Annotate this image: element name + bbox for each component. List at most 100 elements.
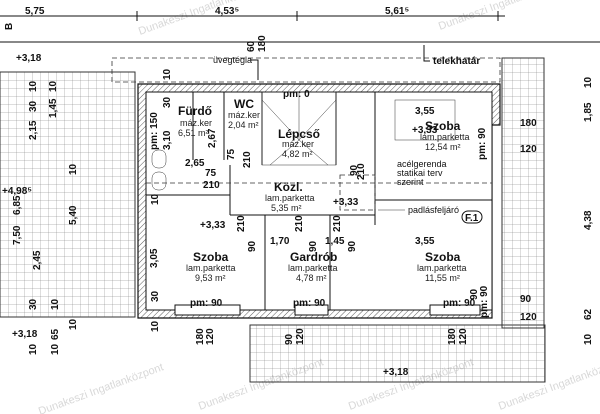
dimension-label: 10 <box>583 76 594 88</box>
room-name: Közl. <box>274 180 303 194</box>
window-tag-badge <box>461 210 483 224</box>
dimension-label: 62 <box>583 308 594 320</box>
dimension-label: 30 <box>162 96 173 108</box>
room-area: 12,54 m² <box>425 142 461 152</box>
dimension-label: 10 <box>50 343 61 355</box>
window-tag: F.1 <box>465 213 479 224</box>
room-wc: WC máz.ker 2,04 m² <box>228 97 260 130</box>
parapet-heights: pm: 0 pm: 150 pm: 90 pm: 90 pm: 90 pm: 9… <box>149 89 490 318</box>
parapet-label: pm: 150 <box>149 112 160 150</box>
room-name: Gardrób <box>290 250 337 264</box>
room-floor: lam.parketta <box>420 132 470 142</box>
plot-boundary-label: telekhatár <box>433 56 480 67</box>
dimension-label: 10 <box>28 343 39 355</box>
dimension-label: 120 <box>458 328 469 345</box>
bottom-roof-area <box>249 324 546 383</box>
dimension-label: 7,50 <box>12 225 23 245</box>
dimension-label: 180 <box>257 35 268 52</box>
dimension-label: 5,61⁵ <box>385 6 409 17</box>
dimension-label: 210 <box>236 215 247 232</box>
room-lepcso: Lépcső máz.ker 4,82 m² <box>278 127 320 159</box>
room-area: 2,04 m² <box>228 120 259 130</box>
glass-brick-label: üvegtégla <box>213 55 252 65</box>
annotations: üvegtégla telekhatár acélgerenda statika… <box>213 45 483 224</box>
room-floor: lam.parketta <box>288 263 338 273</box>
dimension-label: 1,70 <box>270 236 290 247</box>
parapet-label: pm: 90 <box>190 298 223 309</box>
dimension-label: 30 <box>28 298 39 310</box>
dimension-label: 10 <box>48 80 59 92</box>
dimension-label: 2,67 <box>207 128 218 148</box>
room-szoba-top: Szoba lam.parketta 12,54 m² <box>420 119 470 152</box>
dimension-label: 210 <box>332 215 343 232</box>
room-floor: máz.ker <box>282 139 314 149</box>
level-label: +4,98⁵ <box>2 186 32 197</box>
eaves-outline <box>111 57 501 83</box>
building-walls <box>137 83 501 319</box>
room-area: 11,55 m² <box>425 273 460 283</box>
dimension-label: 120 <box>295 328 306 345</box>
dimension-label: 210 <box>356 163 367 180</box>
watermark: Dunakeszi Ingatlanközpont <box>137 0 265 38</box>
parapet-label: pm: 90 <box>479 285 490 318</box>
watermark: Dunakeszi Ingatlanközpont <box>37 361 165 414</box>
room-floor: lam.parketta <box>417 263 467 273</box>
dimension-label: 5,75 <box>25 6 45 17</box>
parapet-label: pm: 90 <box>293 298 326 309</box>
level-label: +3,18 <box>383 367 409 378</box>
section-marker: B <box>4 23 15 30</box>
room-floor: máz.ker <box>228 110 260 120</box>
dimension-label: 30 <box>150 290 161 302</box>
dimension-label: 3,55 <box>415 106 435 117</box>
dimension-label: 30 <box>28 100 39 112</box>
room-gardrob: Gardrób lam.parketta 4,78 m² <box>288 250 338 283</box>
dimension-label: 3,10 <box>162 130 173 150</box>
dimension-label: 180 <box>447 328 458 345</box>
level-label: +3,18 <box>16 53 42 64</box>
room-name: Lépcső <box>278 127 320 141</box>
dimension-label: 90 <box>349 164 360 176</box>
dimension-label: 10 <box>68 318 79 330</box>
level-label: +3,33 <box>200 220 226 231</box>
dimension-label: 120 <box>520 144 537 155</box>
steel-beam-label: statikai terv <box>397 168 443 178</box>
dimension-label: 120 <box>520 312 537 323</box>
attic-access-label: padlásfeljáró <box>408 205 459 215</box>
room-name: Szoba <box>425 119 461 133</box>
room-area: 6,51 m² <box>178 128 209 138</box>
dimension-label: 10 <box>150 193 161 205</box>
dimension-label: 90 <box>347 240 358 252</box>
dimension-label: 4,53⁵ <box>215 6 239 17</box>
steel-beam-label: szerint <box>397 177 424 187</box>
dimension-label: 10 <box>50 298 61 310</box>
dimension-label: 2,15 <box>28 120 39 140</box>
dimension-label: 180 <box>520 118 537 129</box>
dimension-label: 210 <box>203 180 220 191</box>
left-roof-area <box>0 71 136 318</box>
room-floor: lam.parketta <box>265 193 315 203</box>
dimension-label: 2,65 <box>185 158 205 169</box>
dimension-label: 60 <box>246 40 257 52</box>
room-kozl: Közl. lam.parketta 5,35 m² <box>265 180 315 213</box>
dimension-label: 75 <box>205 168 217 179</box>
dimension-label: 90 <box>520 294 532 305</box>
room-name: Fürdő <box>178 104 212 118</box>
dimension-label: 1,45 <box>48 98 59 118</box>
dimension-label: 10 <box>68 163 79 175</box>
dimension-label: 3,05 <box>149 248 160 268</box>
room-area: 5,35 m² <box>271 203 302 213</box>
dimension-label: 90 <box>308 240 319 252</box>
dimension-label: 90 <box>247 240 258 252</box>
dimension-label: 210 <box>242 151 253 168</box>
dimension-label: 90 <box>284 333 295 345</box>
room-name: Szoba <box>425 250 461 264</box>
dimension-label: 10 <box>162 68 173 80</box>
room-area: 4,78 m² <box>296 273 327 283</box>
level-marks: +3,18 +3,18 +3,18 +4,98⁵ +3,33 +3,33 +3,… <box>2 53 438 378</box>
level-label: +3,33 <box>412 125 438 136</box>
dimension-label: 210 <box>294 215 305 232</box>
dimension-label: 3,55 <box>415 236 435 247</box>
dimension-label: 2,45 <box>32 250 43 270</box>
